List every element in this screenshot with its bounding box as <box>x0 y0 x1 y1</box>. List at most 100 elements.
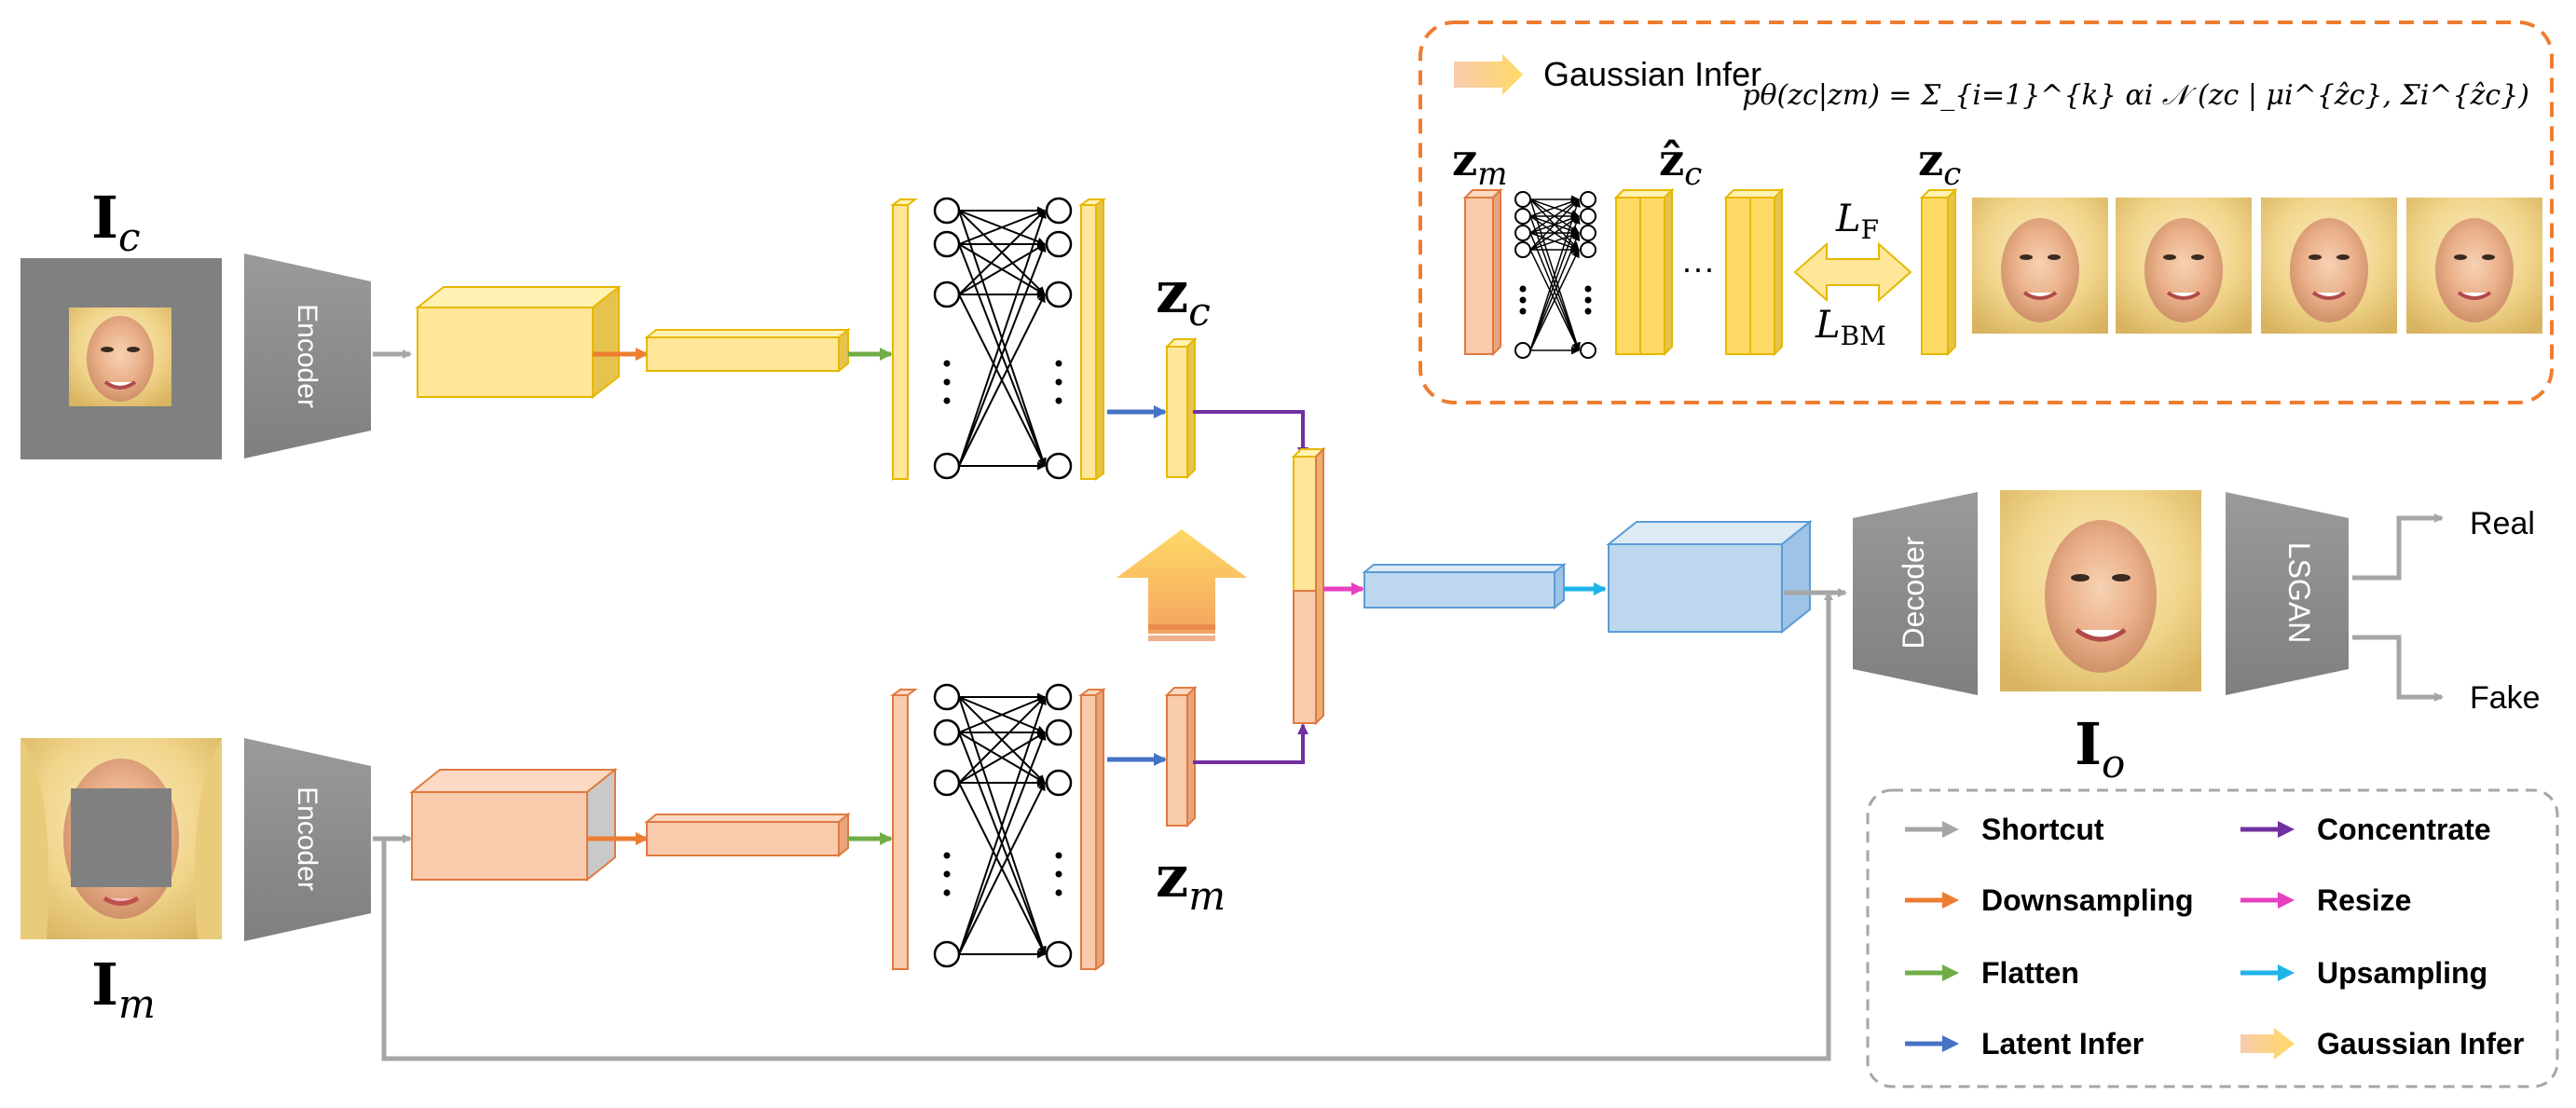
mlp-connection <box>958 732 1047 955</box>
mlp-node <box>1514 225 1531 241</box>
mlp-ellipsis-dot <box>1584 285 1592 293</box>
legend-item: Upsampling <box>2240 956 2487 990</box>
mlp-connection <box>958 210 1047 467</box>
mlp-node <box>1045 230 1073 258</box>
mlp-bottom-left-bar <box>890 688 918 971</box>
mlp-connection <box>1529 215 1581 351</box>
inset-sample-face <box>2116 198 2252 334</box>
label-zc: zc <box>1156 258 1211 335</box>
concat-bar <box>1291 446 1326 726</box>
mlp-node <box>1514 208 1531 225</box>
mlp-connection <box>958 696 1047 955</box>
inset-label-zc: zc <box>1918 134 1961 193</box>
decoder-label: Decoder <box>1897 536 1930 649</box>
concentrate-arrow-bottom <box>1193 723 1309 764</box>
input-im-mask <box>71 788 171 887</box>
feature-block-yellow-small <box>644 327 851 374</box>
legend-swatch-head <box>1942 821 1959 838</box>
mlp-node <box>1045 718 1073 746</box>
mlp-ellipsis-dot <box>1519 285 1527 293</box>
mlp-ellipsis-dot <box>943 360 951 367</box>
legend-item: Concentrate <box>2240 813 2491 846</box>
mlp-connection <box>958 696 1046 784</box>
inset-zc-bar <box>1919 187 1958 357</box>
mlp-node <box>1580 208 1596 225</box>
shortcut-long <box>381 591 1833 1061</box>
mlp-ellipsis-dot <box>1055 397 1062 404</box>
feature-block-blue-large <box>1606 519 1813 635</box>
mlp-node <box>1580 342 1596 359</box>
input-ic-face <box>69 308 171 406</box>
mlp-ellipsis-dot <box>1519 296 1527 304</box>
decoder: Decoder <box>1853 492 1978 695</box>
output-io-image <box>2000 490 2201 691</box>
mlp-node <box>933 940 961 968</box>
inset-loss-bm: LBM <box>1815 304 1886 351</box>
mlp-top-network <box>933 197 1073 480</box>
mlp-connection <box>958 782 1046 955</box>
encoder-bottom: Encoder <box>244 738 371 941</box>
output-fake-label: Fake <box>2470 680 2541 716</box>
label-io: Io <box>2075 710 2125 787</box>
mlp-ellipsis-dot <box>1584 308 1592 315</box>
mlp-connection <box>1529 249 1580 351</box>
mlp-ellipsis-dot <box>1519 308 1527 315</box>
mlp-ellipsis-dot <box>1055 360 1062 367</box>
mlp-connection <box>1529 215 1580 251</box>
mlp-node <box>1045 452 1073 480</box>
mlp-node <box>933 718 961 746</box>
legend-label: Flatten <box>1981 956 2079 990</box>
input-ic-group: Ic <box>21 184 222 459</box>
inset-mlp <box>1514 191 1596 359</box>
legend-label: Upsampling <box>2317 956 2487 990</box>
mlp-connection <box>1529 232 1581 351</box>
mlp-top-right-bar <box>1078 198 1106 481</box>
inset-sample-face <box>1972 198 2108 334</box>
mlp-ellipsis-dot <box>943 852 951 859</box>
mlp-connection <box>958 209 1046 245</box>
feature-block-orange-small <box>644 812 851 858</box>
legend-label: Resize <box>2317 883 2411 917</box>
mlp-ellipsis-dot <box>943 397 951 404</box>
inset-loss-f: LF <box>1835 198 1879 245</box>
legend-item: Gaussian Infer <box>2240 1027 2524 1060</box>
legend-swatch-head <box>2278 821 2295 838</box>
mlp-node <box>1580 225 1596 241</box>
inset-zhat-stack-1 <box>1613 187 1675 357</box>
input-im-group: Im <box>21 738 222 1027</box>
mlp-node <box>933 452 961 480</box>
mlp-top-left-bar <box>890 198 918 481</box>
mlp-node <box>1045 940 1073 968</box>
encoder-bottom-label: Encoder <box>292 787 322 891</box>
inset-zm-bar <box>1462 187 1503 357</box>
inset-zhat-stack-2 <box>1723 187 1785 357</box>
mlp-ellipsis-dot <box>1584 296 1592 304</box>
legend-swatch-head <box>1942 892 1959 909</box>
mlp-node <box>1514 342 1531 359</box>
mlp-node <box>933 280 961 308</box>
mlp-connection <box>1529 198 1580 251</box>
legend-swatch-head <box>1942 1035 1959 1052</box>
feature-block-blue-small <box>1362 562 1567 610</box>
legend-item: Downsampling <box>1905 883 2194 917</box>
mlp-node <box>933 683 961 711</box>
feature-block-orange-large <box>409 767 618 882</box>
encoder-top: Encoder <box>244 253 371 458</box>
latent-zc-bar <box>1164 336 1198 480</box>
mlp-bottom-right-bar <box>1078 688 1106 971</box>
concentrate-arrow-top <box>1193 410 1309 458</box>
legend-label: Shortcut <box>1981 813 2104 846</box>
inset-title: Gaussian Infer <box>1543 55 1761 93</box>
mlp-node <box>1045 197 1073 225</box>
mlp-ellipsis-dot <box>1055 852 1062 859</box>
mlp-connection <box>958 294 1046 467</box>
mlp-ellipsis-dot <box>943 889 951 896</box>
legend-label: Concentrate <box>2317 813 2491 846</box>
feature-block-yellow-large <box>415 284 622 400</box>
latent-zm-bar <box>1164 685 1198 828</box>
mlp-connection <box>1529 198 1581 351</box>
inset-sample-faces <box>1972 198 2542 334</box>
lsgan-label: LSGAN <box>2282 542 2316 643</box>
shortcut-arrow-fake <box>2352 635 2444 702</box>
